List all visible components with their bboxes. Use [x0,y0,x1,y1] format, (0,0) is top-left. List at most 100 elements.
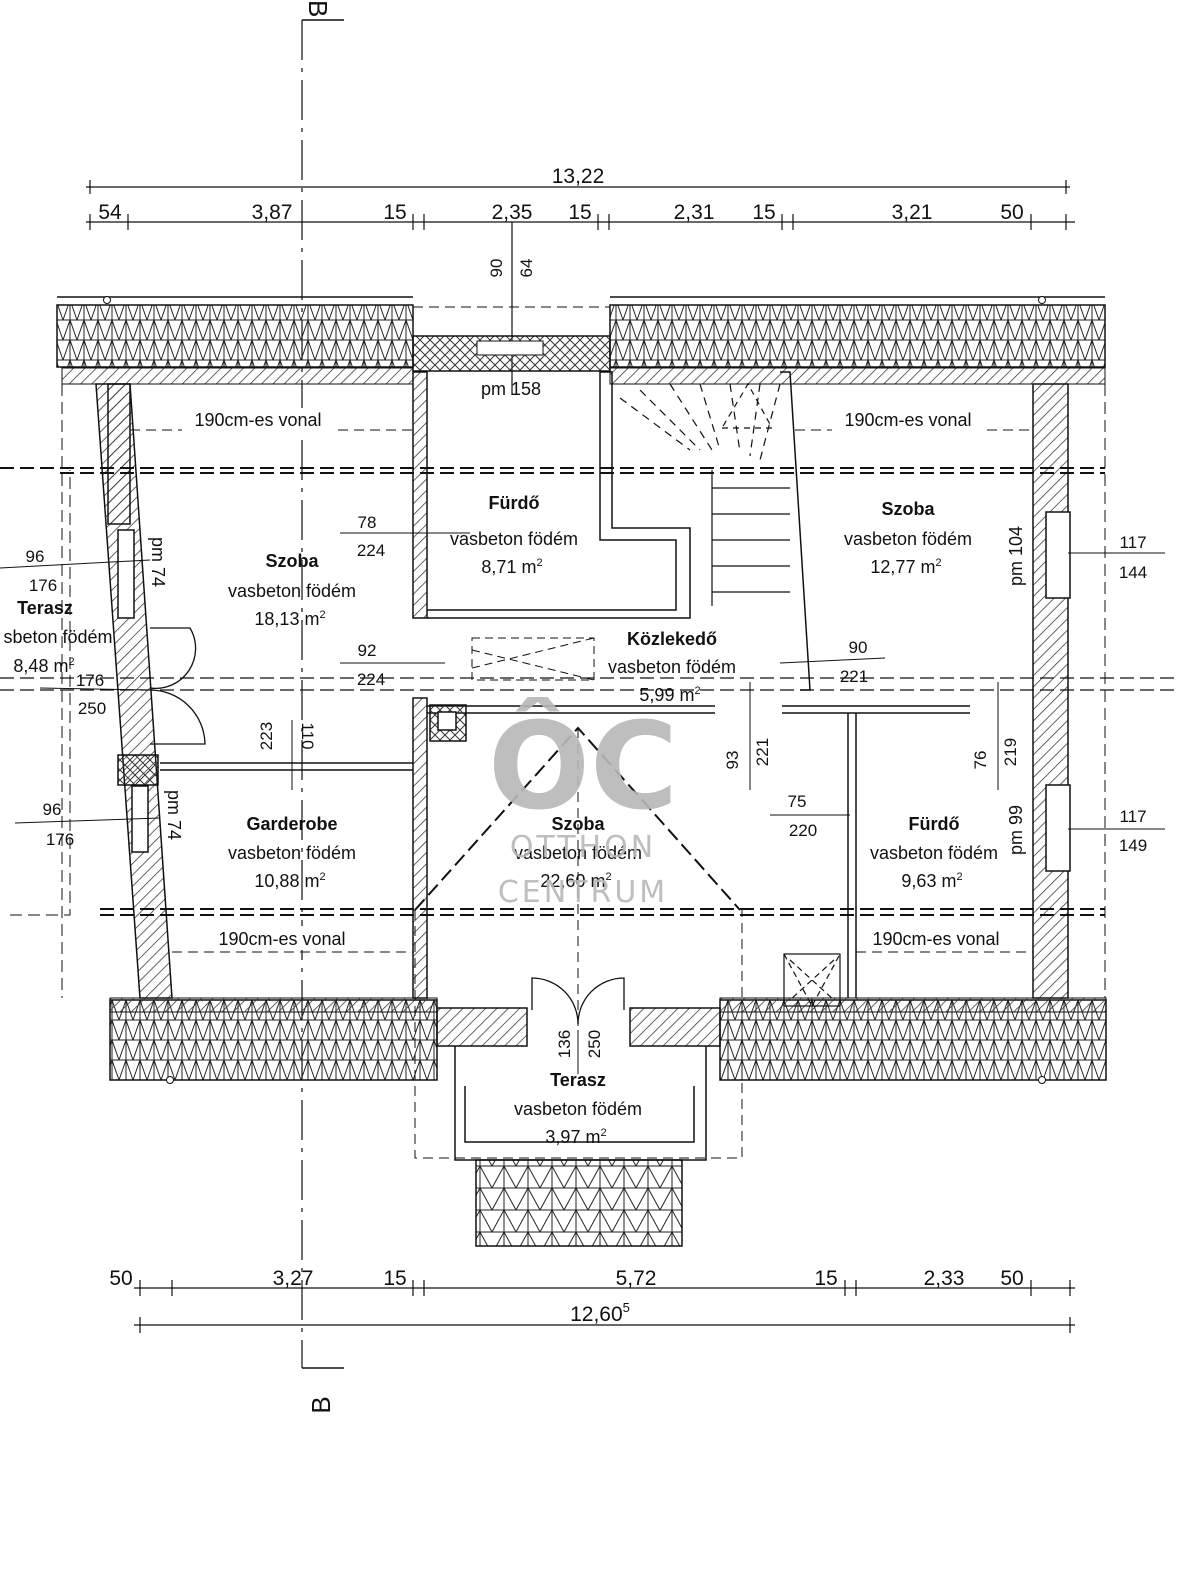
furdo-door2-width: 76 [971,751,990,770]
right-door-width: 90 [849,638,868,657]
room-name: Terasz [550,1070,606,1090]
dim-bottom-seg-6: 2,33 [924,1267,965,1290]
room-name: Garderobe [246,814,337,834]
line-190-label: 190cm-es vonal [194,410,321,430]
parapet-74-bottom: pm 74 [164,790,184,840]
room-area: 22,60 m2 [540,871,611,891]
room-szoba-center: Szoba vasbeton födém 22,60 m2 [514,814,642,891]
staircase [619,382,790,606]
dim-bottom-seg-5: 15 [814,1267,837,1290]
room-area: 10,88 m2 [254,871,325,891]
line-190-label: 190cm-es vonal [218,929,345,949]
dashed-lines [0,384,1179,1159]
furdo-opening-height: 220 [789,821,817,840]
terasz-door-height: 250 [78,699,106,718]
watermark-logo: ÔC OTTHON CENTRUM [488,697,678,910]
ceiling-height-labels: 190cm-es vonal 190cm-es vonal 190cm-es v… [182,408,1010,950]
exterior-walls [95,383,1071,999]
dim-top-seg-8: 3,21 [892,201,933,224]
room-name: Terasz [17,598,73,618]
garderobe-opening-width: 223 [257,722,276,750]
room-area: 3,97 m2 [545,1127,606,1147]
room-furdo-top: Fürdő vasbeton födém 8,71 m2 [450,493,578,577]
parapet-104: pm 104 [1006,526,1026,586]
dim-bottom-segments: 50 3,27 15 5,72 15 2,33 50 [109,1267,1023,1290]
room-name: Közlekedő [627,629,717,649]
room-area: 18,13 m2 [254,609,325,629]
room-area: 9,63 m2 [901,871,962,891]
room-kozlekedo: Közlekedő vasbeton födém 5,99 m2 [608,629,736,705]
dim-top-seg-6: 2,31 [674,201,715,224]
furdo-opening-width: 75 [788,792,807,811]
room-area: 8,71 m2 [481,557,542,577]
top-window-height: 64 [517,259,536,278]
section-label-bottom: B [306,1396,336,1413]
line-190-label: 190cm-es vonal [872,929,999,949]
room-garderobe: Garderobe vasbeton födém 10,88 m2 [228,814,356,891]
furdo-door2-height: 219 [1001,738,1020,766]
dim-top-seg-7: 15 [752,201,775,224]
leader-lines [0,532,1165,1066]
dim-bottom-seg-1: 50 [109,1267,132,1290]
skylight-symbol [783,953,841,1008]
bottom-dimension-lines [134,1280,1075,1333]
parapet-99: pm 99 [1006,805,1026,855]
furdo-door-height: 224 [357,541,385,560]
parapet-74-top: pm 74 [148,537,168,587]
center-door-height: 221 [753,738,772,766]
room-floor: vasbeton födém [450,529,578,549]
room-furdo-right: Fürdő vasbeton födém 9,63 m2 [870,814,998,891]
room-floor: vasbeton födém [514,843,642,863]
dim-bottom-seg-3: 15 [383,1267,406,1290]
terasz-door-width: 176 [76,671,104,690]
right-window-bottom-height: 149 [1119,836,1147,855]
room-terasz-left: Terasz sbeton födém 8,48 m2 [3,598,112,676]
interior-walls [160,371,970,1047]
watermark-mark: ÔC [488,697,678,837]
room-szoba-right: Szoba vasbeton födém 12,77 m2 [844,499,972,577]
parapet-158: pm 158 [481,379,541,399]
section-label-top: B [303,0,333,17]
dim-bottom-seg-2: 3,27 [273,1267,314,1290]
right-window-bottom-width: 117 [1119,807,1146,826]
right-window-top-width: 117 [1119,533,1146,552]
dim-bottom-total: 12,605 [570,1300,630,1326]
dim-top-total: 13,22 [552,165,605,188]
watermark-line2: CENTRUM [498,875,668,910]
room-floor: vasbeton födém [228,581,356,601]
furdo-door-width: 78 [358,513,377,532]
top-window-width: 90 [487,259,506,278]
szoba-door-width: 92 [358,641,377,660]
room-szoba-left: Szoba vasbeton födém 18,13 m2 [228,551,356,629]
dim-top-seg-3: 15 [383,201,406,224]
room-floor: sbeton födém [3,627,112,647]
room-name: Fürdő [909,814,960,834]
dim-bottom-seg-7: 50 [1000,1267,1023,1290]
doors [149,627,625,1025]
center-door-width: 93 [723,751,742,770]
dim-top-seg-5: 15 [568,201,591,224]
room-terasz-bottom: Terasz vasbeton födém 3,97 m2 [514,1070,642,1147]
room-floor: vasbeton födém [608,657,736,677]
balcony-door-width: 136 [555,1030,574,1058]
room-name: Szoba [881,499,935,519]
room-area: 5,99 m2 [639,685,700,705]
top-dimension-lines [86,180,1075,395]
watermark-line1: OTTHON [510,830,656,865]
left-window-bottom-width: 96 [43,800,62,819]
left-window-top-height: 176 [29,576,57,595]
room-area: 12,77 m2 [870,557,941,577]
roof-eaves-top [56,296,1106,385]
room-name: Szoba [551,814,605,834]
opening-dimensions: 78 224 96 176 92 224 176 250 96 176 223 … [26,513,1148,1058]
left-window-bottom-height: 176 [46,830,74,849]
roof-eaves-bottom [109,997,1107,1247]
room-floor: vasbeton födém [514,1099,642,1119]
section-line [301,19,344,1369]
room-name: Szoba [265,551,319,571]
dim-top-seg-9: 50 [1000,201,1023,224]
terrace-bottom-outline [454,1046,707,1161]
room-floor: vasbeton födém [844,529,972,549]
room-name: Fürdő [489,493,540,513]
